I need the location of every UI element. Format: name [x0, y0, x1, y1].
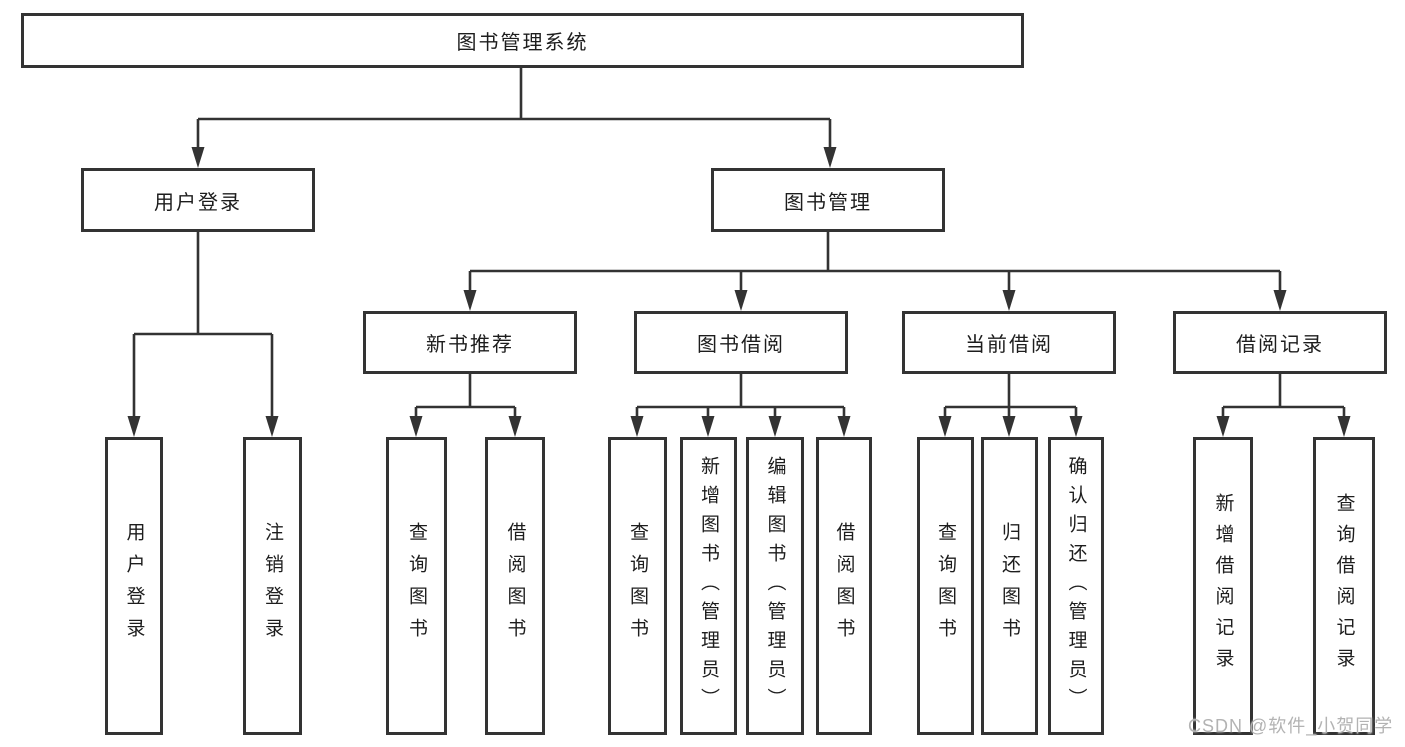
node-root-label: 图书管理系统	[456, 32, 589, 54]
node-current-borrow-label: 当前借阅	[965, 334, 1053, 356]
node-return-books-label: 归还图书	[999, 522, 1020, 650]
node-user-login-action: 用户登录	[105, 437, 163, 735]
node-current-query-books: 查询图书	[917, 437, 974, 735]
node-user-login-label: 用户登录	[154, 191, 242, 214]
node-current-query-books-label: 查询图书	[935, 522, 956, 650]
node-user-login-action-label: 用户登录	[123, 522, 145, 650]
node-add-borrow-record: 新增借阅记录	[1193, 437, 1253, 735]
node-confirm-return-admin-label: 确认归还（管理员）	[1065, 455, 1087, 717]
node-return-books: 归还图书	[981, 437, 1038, 735]
node-edit-books-admin: 编辑图书（管理员）	[746, 437, 804, 735]
node-book-management: 图书管理	[711, 168, 945, 232]
node-rec-borrow-books-label: 借阅图书	[504, 522, 526, 650]
node-logout: 注销登录	[243, 437, 302, 735]
node-root: 图书管理系统	[21, 13, 1024, 68]
node-new-book-recommend: 新书推荐	[363, 311, 577, 374]
node-borrow-books-label: 借阅图书	[833, 522, 855, 650]
node-user-login: 用户登录	[81, 168, 315, 232]
node-edit-books-admin-label: 编辑图书（管理员）	[764, 455, 786, 717]
node-borrow-records-label: 借阅记录	[1236, 334, 1324, 356]
node-rec-borrow-books: 借阅图书	[485, 437, 545, 735]
node-book-management-label: 图书管理	[784, 191, 872, 214]
node-add-borrow-record-label: 新增借阅记录	[1212, 493, 1234, 679]
node-borrow-books: 借阅图书	[816, 437, 872, 735]
node-current-borrow: 当前借阅	[902, 311, 1116, 374]
node-rec-query-books-label: 查询图书	[406, 522, 427, 650]
node-logout-label: 注销登录	[262, 522, 283, 650]
node-new-book-recommend-label: 新书推荐	[426, 334, 514, 356]
node-rec-query-books: 查询图书	[386, 437, 447, 735]
node-borrow-records: 借阅记录	[1173, 311, 1387, 374]
arrowheads	[127, 147, 1351, 437]
node-add-books-admin: 新增图书（管理员）	[680, 437, 737, 735]
node-add-books-admin-label: 新增图书（管理员）	[698, 455, 719, 717]
node-book-borrow-label: 图书借阅	[697, 334, 785, 356]
node-book-borrow: 图书借阅	[634, 311, 848, 374]
node-borrow-query-books: 查询图书	[608, 437, 667, 735]
watermark: CSDN @软件_小贺同学	[1188, 716, 1394, 736]
node-query-borrow-record: 查询借阅记录	[1313, 437, 1375, 735]
node-query-borrow-record-label: 查询借阅记录	[1333, 493, 1355, 679]
node-borrow-query-books-label: 查询图书	[627, 522, 648, 650]
node-confirm-return-admin: 确认归还（管理员）	[1048, 437, 1104, 735]
